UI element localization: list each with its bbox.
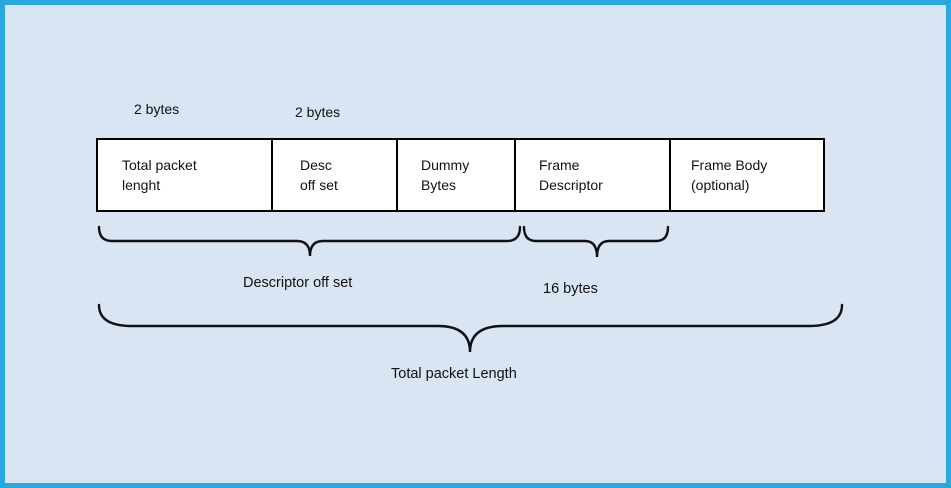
field-frame-body-label: Frame Body (optional) — [691, 157, 768, 193]
size-label-2bytes-2: 2 bytes — [295, 104, 341, 120]
field-total-packet-length: Total packet lenght — [96, 138, 273, 212]
field-dummy-bytes-label: Dummy Bytes — [421, 157, 470, 193]
brace-16-bytes-icon — [522, 225, 670, 258]
field-frame-body: Frame Body (optional) — [669, 138, 825, 212]
size-label-2bytes-1: 2 bytes — [134, 101, 180, 117]
label-16-bytes: 16 bytes — [543, 281, 598, 297]
field-dummy-bytes: Dummy Bytes — [396, 138, 516, 212]
packet-field-row: Total packet lenght Desc off set Dummy B… — [96, 138, 825, 212]
brace-total-packet-length-icon — [97, 303, 844, 353]
brace-descriptor-offset-icon — [97, 225, 522, 257]
field-desc-offset: Desc off set — [271, 138, 398, 212]
label-descriptor-offset: Descriptor off set — [243, 275, 353, 291]
field-total-packet-length-label: Total packet lenght — [122, 157, 197, 193]
field-frame-descriptor-label: Frame Descriptor — [539, 157, 603, 193]
field-desc-offset-label: Desc off set — [300, 157, 338, 193]
label-total-packet-length: Total packet Length — [391, 366, 517, 382]
field-frame-descriptor: Frame Descriptor — [514, 138, 671, 212]
